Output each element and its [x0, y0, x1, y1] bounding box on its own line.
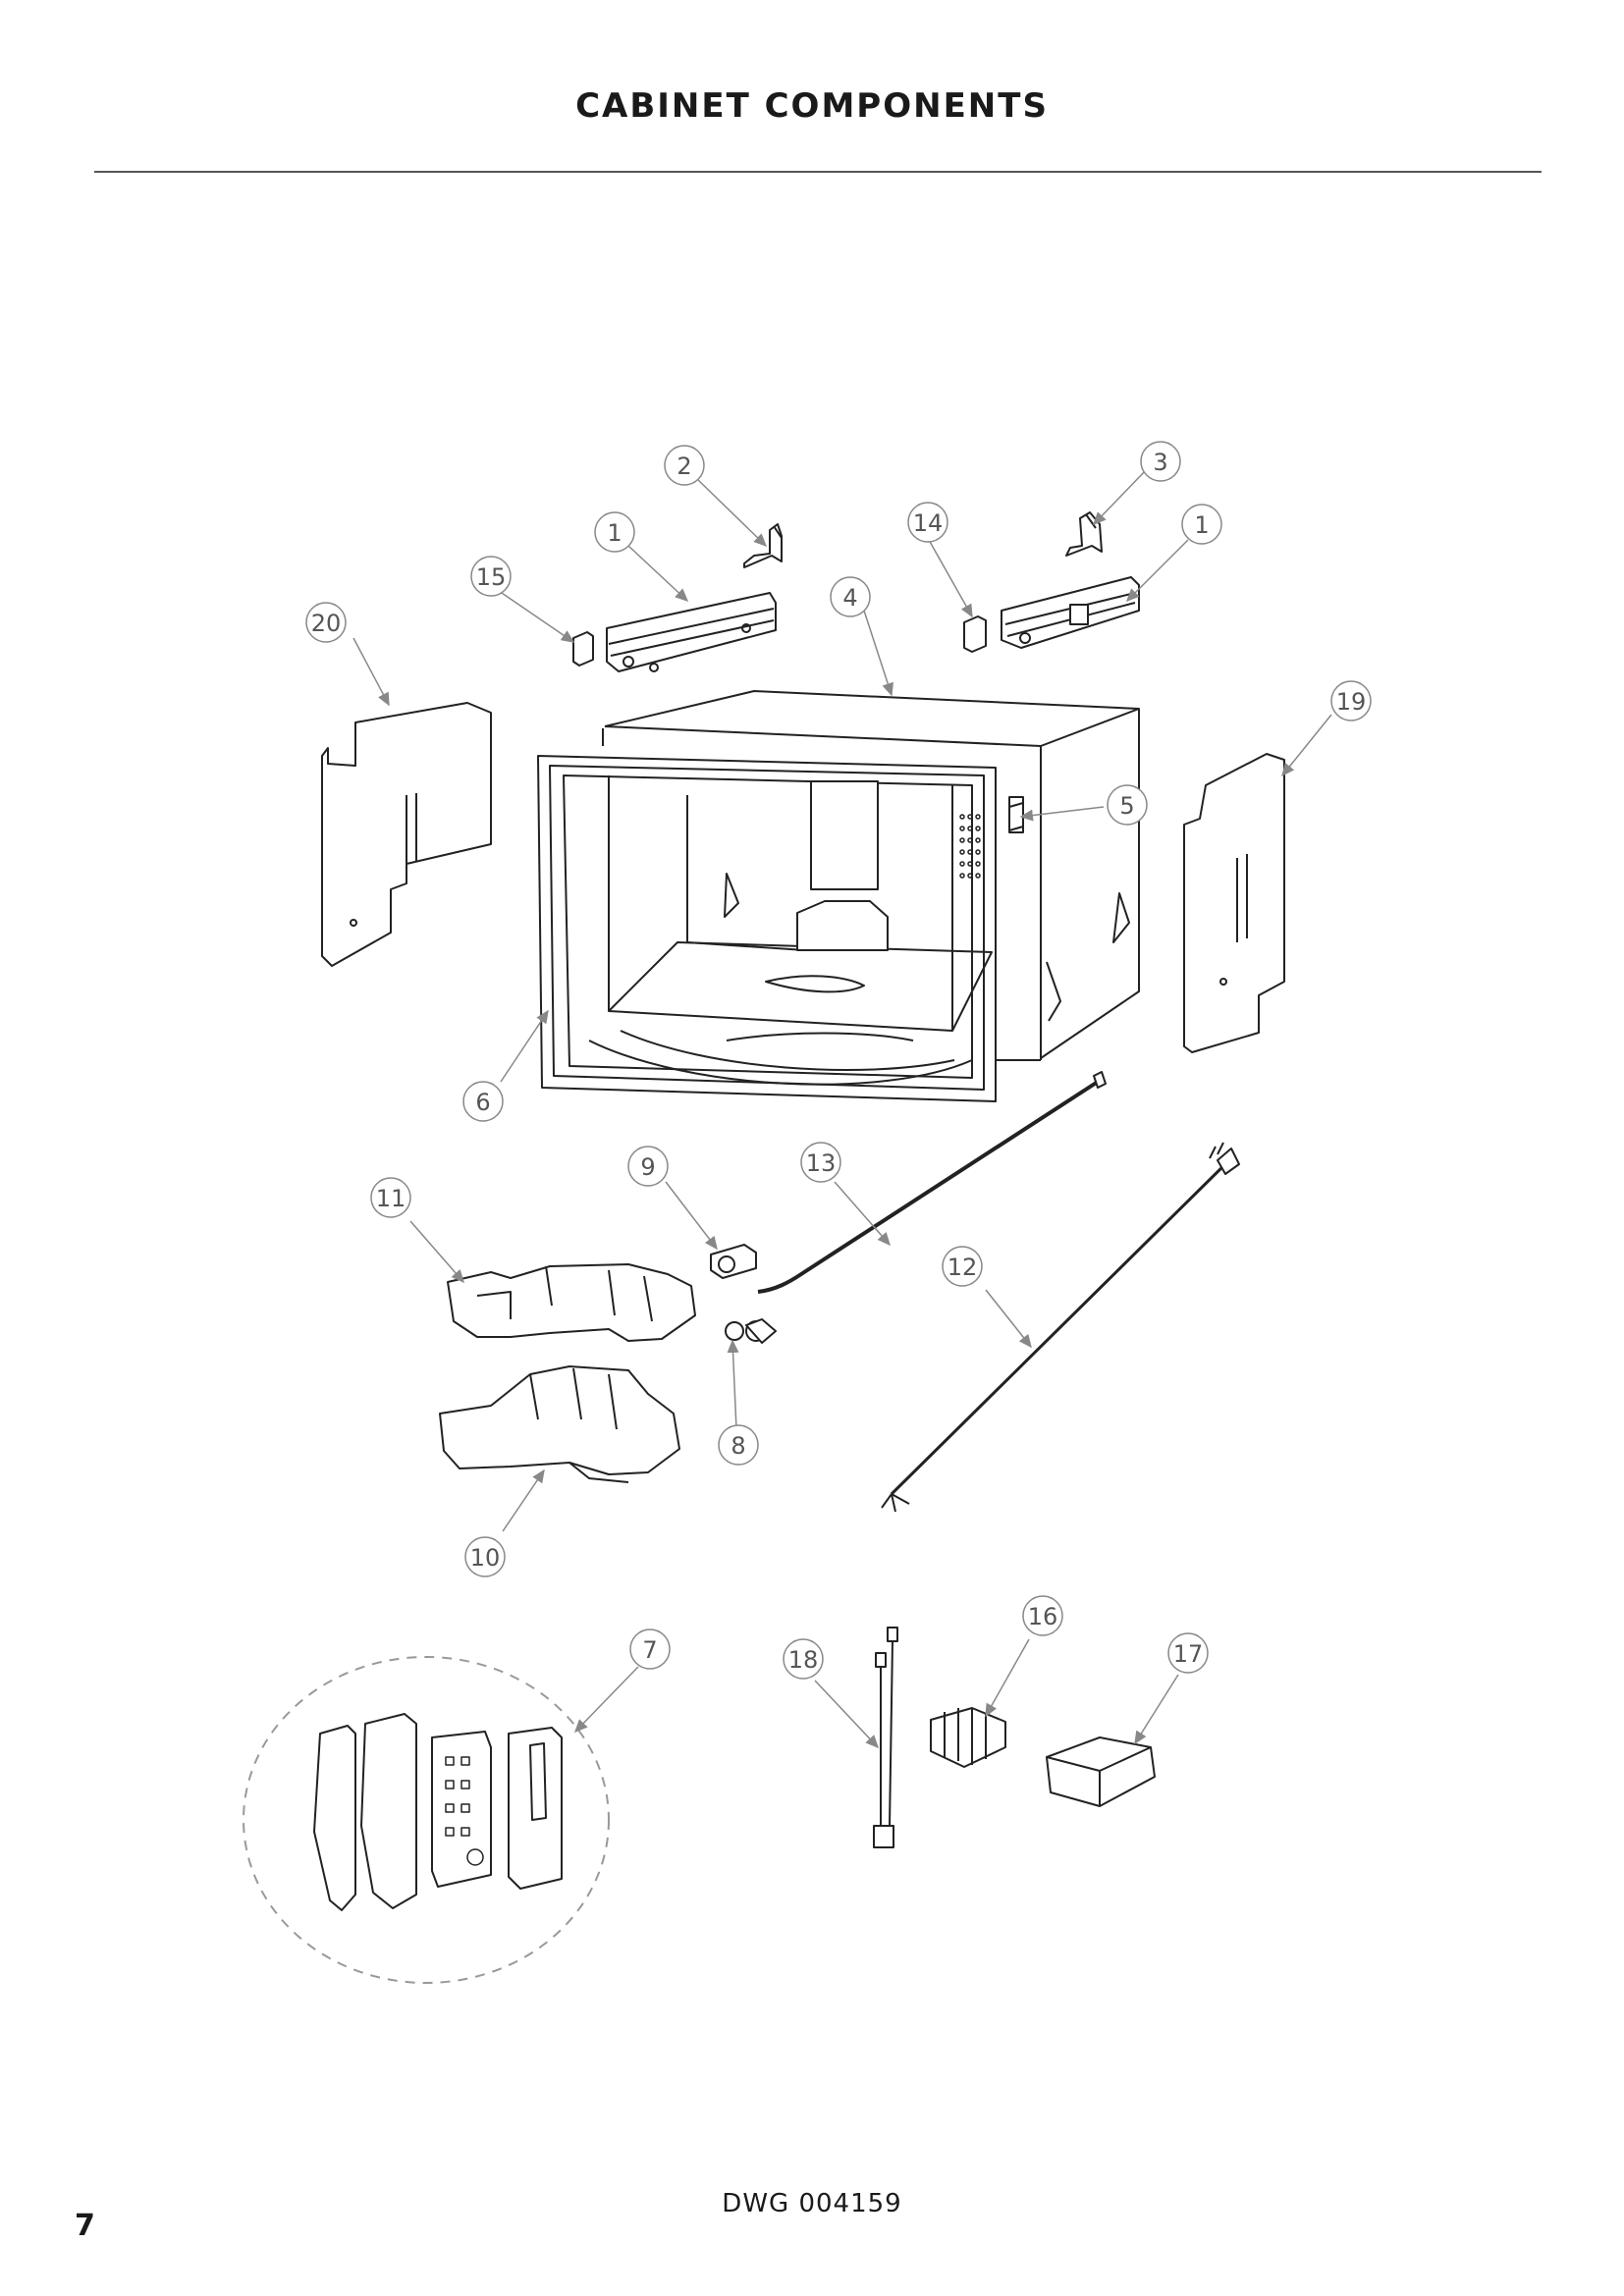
- part-10-lower-base: [439, 1365, 680, 1483]
- callout-16-label: 16: [1028, 1603, 1058, 1630]
- callout-7-label: 7: [642, 1636, 657, 1664]
- callout-17: 17: [1167, 1632, 1209, 1674]
- part-9-fitting: [710, 1244, 757, 1279]
- callout-1-left-label: 1: [607, 519, 622, 547]
- part-20-left-side-panel: [321, 702, 492, 967]
- callout-9-label: 9: [640, 1153, 655, 1181]
- part-13-hose: [745, 1071, 1107, 1344]
- callout-19-label: 19: [1336, 688, 1367, 716]
- callout-12: 12: [942, 1246, 983, 1287]
- callout-17-label: 17: [1173, 1640, 1204, 1668]
- callout-8-label: 8: [731, 1432, 745, 1460]
- callout-1-right: 1: [1181, 504, 1222, 545]
- callout-1-left: 1: [594, 511, 635, 553]
- callout-18-label: 18: [788, 1646, 819, 1674]
- callout-20: 20: [305, 602, 347, 643]
- callout-9: 9: [627, 1146, 669, 1187]
- callout-12-label: 12: [947, 1254, 978, 1281]
- part-11-upper-base: [447, 1263, 696, 1342]
- callouts: 2 3 1 14 1 15 4 20 19 5 6 9 13 11 12 8 1…: [305, 441, 1372, 1680]
- part-8-connector: [725, 1321, 744, 1341]
- part-1-left-rail: [606, 592, 777, 672]
- part-2-right-hinge-bracket: [1065, 511, 1103, 557]
- part-18-wire-harness: [873, 1627, 898, 1848]
- part-4-cabinet: [537, 690, 1140, 1102]
- callout-14-label: 14: [913, 509, 944, 537]
- callout-14: 14: [907, 502, 948, 543]
- callout-5: 5: [1107, 784, 1148, 826]
- part-19-right-side-panel: [1183, 753, 1285, 1053]
- callout-13: 13: [800, 1142, 841, 1183]
- part-7-control-module-group: [243, 1656, 610, 1984]
- callout-10-label: 10: [470, 1544, 501, 1572]
- callout-11: 11: [370, 1177, 411, 1218]
- callout-4-label: 4: [842, 584, 857, 612]
- part-17-module-box: [1046, 1736, 1156, 1807]
- part-3-left-hinge-bracket: [743, 523, 783, 568]
- callout-6: 6: [462, 1081, 504, 1122]
- page-number: 7: [75, 2209, 95, 2243]
- callout-7: 7: [629, 1629, 671, 1670]
- callout-2: 3: [1140, 441, 1181, 482]
- part-12-power-cord: [881, 1142, 1240, 1513]
- callout-4: 4: [830, 576, 871, 617]
- callout-8: 8: [718, 1424, 759, 1466]
- callout-13-label: 13: [806, 1149, 837, 1177]
- callout-11-label: 11: [376, 1185, 406, 1212]
- part-1-right-rail: [1001, 576, 1140, 649]
- callout-1-right-label: 1: [1194, 511, 1209, 539]
- part-14-clip: [963, 615, 987, 653]
- callout-10: 10: [464, 1536, 506, 1577]
- part-16-terminal-block: [930, 1707, 1006, 1768]
- part-15-clip: [572, 631, 594, 667]
- callout-15: 15: [470, 556, 512, 597]
- callout-3: 2: [664, 445, 705, 486]
- part-5-bracket: [1008, 802, 1024, 831]
- callout-5-label: 5: [1119, 792, 1134, 820]
- callout-16: 16: [1022, 1595, 1063, 1636]
- callout-6-label: 6: [475, 1089, 490, 1116]
- title-divider: [94, 171, 1542, 173]
- page-title: CABINET COMPONENTS: [575, 86, 1049, 126]
- callout-15-label: 15: [476, 563, 507, 591]
- drawing-number: DWG 004159: [722, 2189, 902, 2218]
- callout-2-label: 3: [1153, 449, 1167, 476]
- callout-3-label: 2: [677, 453, 691, 480]
- callout-18: 18: [783, 1638, 824, 1680]
- callout-20-label: 20: [311, 610, 342, 637]
- callout-19: 19: [1330, 680, 1372, 721]
